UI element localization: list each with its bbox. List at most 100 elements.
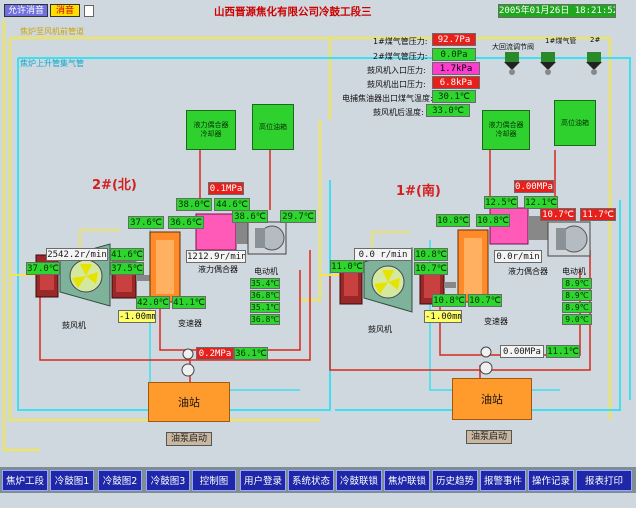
unit2-title: 2#(北) xyxy=(92,178,137,193)
page-title: 山西晋源焦化有限公司冷鼓工段三 xyxy=(214,6,372,18)
unit1-pump-pressure: 0.00MPa xyxy=(500,345,544,358)
unit1-title: 1#(南) xyxy=(396,184,441,199)
blower-blade-2 xyxy=(80,264,92,276)
pressure-label-3: 鼓风机入口压力: xyxy=(367,66,426,75)
unit2-coupler-label: 液力偶合器 xyxy=(198,265,238,274)
unit1-inlet-temp: 11.0℃ xyxy=(330,260,364,273)
unit1-oil-pressure: 0.00MPa xyxy=(514,180,554,193)
unit2-coupler-speed: 1212.9r/min xyxy=(186,250,246,263)
unit2-temp-b: 37.5℃ xyxy=(110,262,144,275)
unit2-pump-start-button[interactable]: 油泵启动 xyxy=(166,432,212,446)
nav-oven-interlock[interactable]: 焦炉联锁 xyxy=(384,470,430,491)
pressure-value-4: 6.8kPa xyxy=(432,76,480,89)
unit1-pump-temp: 11.1℃ xyxy=(546,345,580,358)
oil-pump-2b xyxy=(182,348,194,360)
unit2-oil-pressure: 0.1MPa xyxy=(208,182,244,195)
pressure-value-6: 33.0℃ xyxy=(426,104,470,117)
unit2-motor-t4: 36.8℃ xyxy=(250,314,280,325)
water-pipe-c xyxy=(335,200,621,411)
unit2-cooler-t1: 38.0℃ xyxy=(176,198,212,211)
valve-2-icon xyxy=(586,52,602,75)
unit1-fan-label: 鼓风机 xyxy=(368,325,392,334)
datetime-display: 2005年01月26日 18:21:52 xyxy=(498,4,616,18)
unit1-fan-speed: 0.0 r/min xyxy=(354,248,412,261)
unit1-gearbox-label: 变速器 xyxy=(484,317,508,326)
valve-1-label: 1#煤气管 xyxy=(545,37,577,45)
oil-pump-2 xyxy=(181,363,195,377)
unit2-temp-d: 41.1℃ xyxy=(172,296,206,309)
nav-cooling-interlock[interactable]: 冷鼓联锁 xyxy=(336,470,382,491)
unit2-cooler-t2: 37.6℃ xyxy=(128,216,164,229)
unit1-oil-station[interactable]: 油站 xyxy=(452,378,532,420)
unit2-motor-t1: 35.4℃ xyxy=(250,278,280,289)
valve-1-icon xyxy=(540,52,556,75)
unit2-temp-a: 41.6℃ xyxy=(110,248,144,261)
unit2-motor-label: 电动机 xyxy=(254,267,278,276)
unit1-motor-t4: 9.0℃ xyxy=(562,314,592,325)
unit1-cooler-t1: 12.5℃ xyxy=(484,196,518,209)
gas-pipe-outer xyxy=(3,20,40,451)
unit1-motor-t2: 8.9℃ xyxy=(562,290,592,301)
pressure-value-1: 92.7Pa xyxy=(432,33,476,46)
pressure-value-2: 0.0Pa xyxy=(432,48,476,61)
nav-control[interactable]: 控制图 xyxy=(192,470,236,491)
unit1-temp-a: 10.8℃ xyxy=(414,248,448,261)
unit1-coupler-cooler: 液力偶合器 冷却器 xyxy=(482,110,530,150)
pressure-label-2: 2#煤气管压力: xyxy=(373,52,428,61)
nav-history[interactable]: 历史趋势 xyxy=(432,470,478,491)
unit1-coupler-speed: 0.0r/min xyxy=(494,250,542,263)
unit2-oil-tank: 高位油箱 xyxy=(252,104,294,150)
unit1-oil-tank: 高位油箱 xyxy=(554,100,596,146)
unit2-gearbox-label: 变速器 xyxy=(178,319,202,328)
unit1-coupler-label: 液力偶合器 xyxy=(508,267,548,276)
nav-login[interactable]: 用户登录 xyxy=(240,470,286,491)
valve-main-icon xyxy=(504,52,520,75)
top-note: 焦炉至风机前管道 xyxy=(20,27,84,36)
gas-pipe-u1-up xyxy=(371,231,410,250)
gas-pipe-branch xyxy=(300,120,321,301)
unit2-pump-pressure: 0.2MPa xyxy=(196,347,234,360)
valve-2-label: 2# xyxy=(590,36,601,44)
unit1-temp-c: 10.8℃ xyxy=(432,294,466,307)
unit2-coupler-cooler: 液力偶合器 冷却器 xyxy=(186,110,236,150)
unit1-pump-start-button[interactable]: 油泵启动 xyxy=(466,430,512,444)
unit2-motor-t2: 36.8℃ xyxy=(250,290,280,301)
unit1-motor-t1: 8.9℃ xyxy=(562,278,592,289)
nav-operation-log[interactable]: 操作记录 xyxy=(528,470,574,491)
gas-pipe-u2-up xyxy=(79,229,120,250)
nav-system-status[interactable]: 系统状态 xyxy=(288,470,334,491)
gas-pipe-top xyxy=(330,37,611,420)
oil-pump-1 xyxy=(479,361,493,375)
unit2-motor-t3: 35.1℃ xyxy=(250,302,280,313)
shaft-2 xyxy=(136,275,152,281)
unit1-temp-d: 10.7℃ xyxy=(468,294,502,307)
unit1-tank-temp: 11.7℃ xyxy=(580,208,616,221)
mute-button[interactable]: 消音 xyxy=(50,4,80,17)
unit1-motor-label: 电动机 xyxy=(562,267,586,276)
mute-checkbox[interactable] xyxy=(84,5,94,17)
nav-report-print[interactable]: 报表打印 xyxy=(576,470,632,491)
unit1-cooler-t2: 10.8℃ xyxy=(436,214,470,227)
alarm-clear-button[interactable]: 允许消音 xyxy=(4,4,48,17)
unit2-c1: 36.6℃ xyxy=(168,216,204,229)
unit2-temp-c: 42.0℃ xyxy=(136,296,170,309)
pressure-label-1: 1#煤气管压力: xyxy=(373,37,428,46)
unit1-c2: 10.7℃ xyxy=(540,208,576,221)
nav-cooling-3[interactable]: 冷鼓图3 xyxy=(146,470,190,491)
unit2-inlet-temp: 37.0℃ xyxy=(26,262,60,275)
pressure-label-4: 鼓风机出口压力: xyxy=(367,80,426,89)
left-note: 焦炉上升管集气管 xyxy=(20,59,84,68)
nav-alarms[interactable]: 报警事件 xyxy=(480,470,526,491)
nav-cooling-1[interactable]: 冷鼓图1 xyxy=(50,470,94,491)
nav-coke-oven[interactable]: 焦炉工段 xyxy=(2,470,48,491)
oil-pump-1b xyxy=(480,346,492,358)
nav-cooling-2[interactable]: 冷鼓图2 xyxy=(98,470,142,491)
unit1-motor-t3: 8.9℃ xyxy=(562,302,592,313)
pressure-value-3: 1.7kPa xyxy=(432,62,480,75)
unit2-fan-speed: 2542.2r/min xyxy=(46,248,108,261)
unit2-oil-station[interactable]: 油站 xyxy=(148,382,230,422)
unit1-axial: -1.00mm xyxy=(424,310,462,323)
unit2-pump-temp: 36.1℃ xyxy=(234,347,268,360)
pressure-label-5: 电捕焦油器出口煤气温度: xyxy=(342,94,433,103)
